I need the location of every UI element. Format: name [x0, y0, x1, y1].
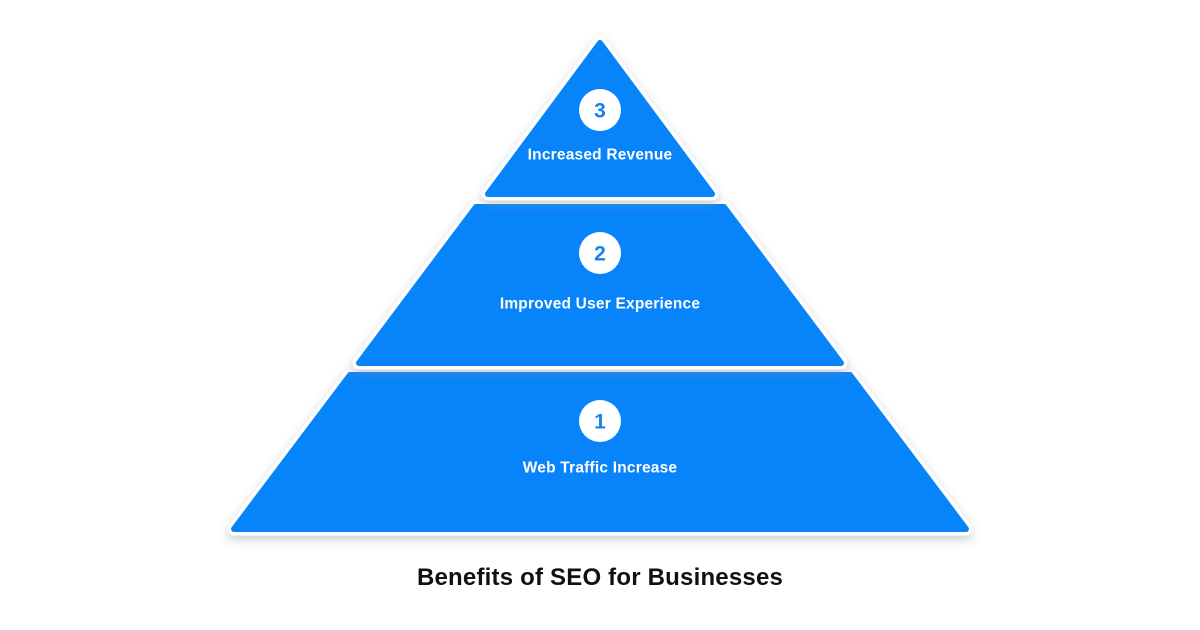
level-1-label: Web Traffic Increase — [523, 460, 678, 477]
level-2-shape — [356, 204, 844, 366]
level-2-label: Improved User Experience — [500, 296, 701, 313]
level-3-number: 3 — [594, 100, 606, 123]
level-3-label: Increased Revenue — [528, 147, 673, 164]
pyramid-level-1 — [227, 368, 973, 536]
level-2-number: 2 — [594, 243, 606, 266]
diagram-title: Benefits of SEO for Businesses — [416, 564, 784, 591]
level-2-badge: 2 — [579, 232, 621, 274]
level-1-badge-circle — [579, 400, 621, 442]
level-2-badge-circle — [579, 232, 621, 274]
level-3-badge-circle — [579, 89, 621, 131]
level-1-badge: 1 — [579, 400, 621, 442]
pyramid-level-2 — [352, 200, 848, 370]
level-3-badge: 3 — [579, 89, 621, 131]
level-1-number: 1 — [594, 411, 606, 434]
level-1-shape — [231, 372, 969, 532]
